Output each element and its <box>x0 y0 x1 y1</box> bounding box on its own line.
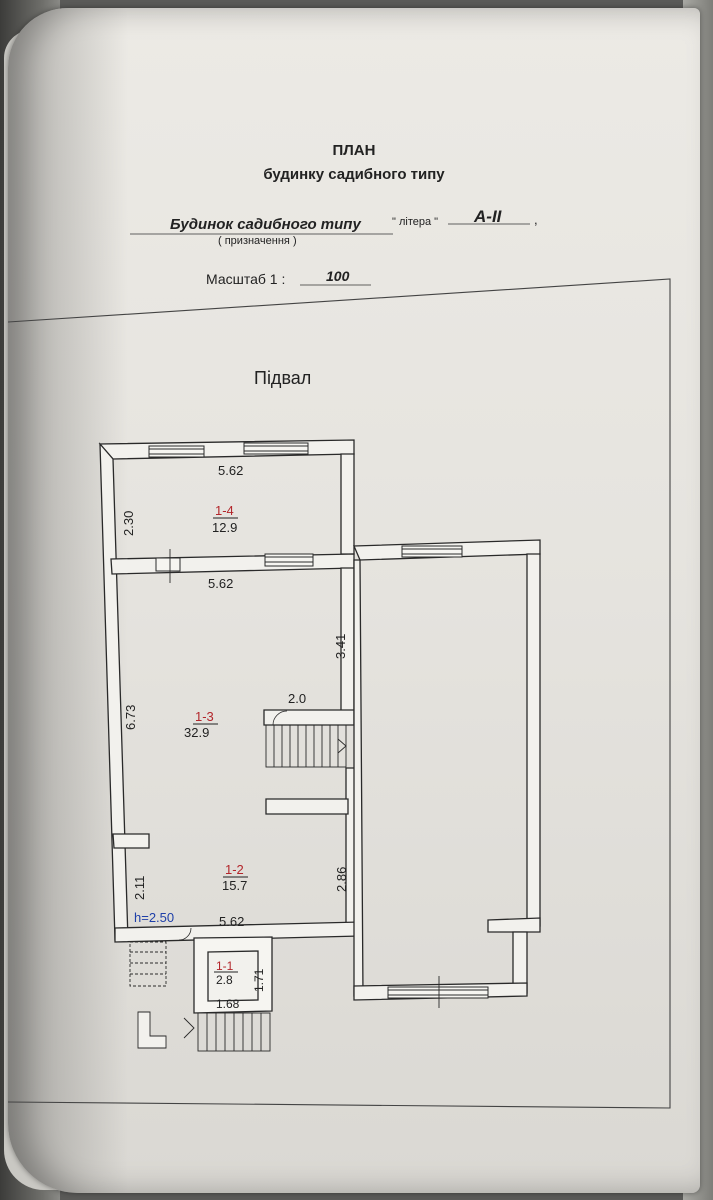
drawing-frame <box>8 278 671 1109</box>
interior-stairs <box>265 724 347 768</box>
dim-left-height: 6.73 <box>123 705 138 730</box>
dim-right-lower: 2.86 <box>334 867 349 892</box>
purpose-caption: ( призначення ) <box>218 235 297 247</box>
document-page: ПЛАН будинку садибного типу Будинок сади… <box>8 8 700 1193</box>
litera-comma: , <box>534 212 538 227</box>
room-area-1-2: 15.7 <box>222 878 247 893</box>
height-label: h=2.50 <box>134 910 174 925</box>
dim-mid-width: 5.62 <box>208 576 233 591</box>
exterior-stairs <box>129 941 271 1052</box>
dim-bottom-width: 5.62 <box>219 914 244 929</box>
document-subtitle: будинку садибного типу <box>263 166 445 183</box>
plan-sheet: Будинок садибного типу " літера " А-ІІ ,… <box>8 207 671 1109</box>
floor-plan <box>98 439 541 1014</box>
dim-right-upper: 3.41 <box>333 634 348 659</box>
room-id-1-1: 1-1 <box>216 959 234 973</box>
litera-value: А-ІІ <box>473 207 503 226</box>
dim-vestibule-width: 1.68 <box>216 997 240 1011</box>
litera-label: " літера " <box>392 216 438 228</box>
room-labels: 1-4 12.9 1-3 32.9 1-2 15.7 1-1 2.8 <box>184 503 248 987</box>
room-area-1-3: 32.9 <box>184 725 209 740</box>
dim-left-lower: 2.11 <box>132 876 147 900</box>
scale-label: Масштаб 1 : <box>206 271 285 287</box>
room-id-1-2: 1-2 <box>225 862 244 877</box>
scale-value: 100 <box>326 268 350 284</box>
room-area-1-4: 12.9 <box>212 520 237 535</box>
dim-top-width: 5.62 <box>218 463 243 478</box>
room-id-1-4: 1-4 <box>215 503 234 518</box>
dim-stair-width: 2.0 <box>288 691 306 706</box>
windows <box>148 442 489 999</box>
dim-vestibule-height: 1.71 <box>252 968 266 992</box>
room-area-1-1: 2.8 <box>216 973 233 987</box>
floor-name: Підвал <box>254 368 311 388</box>
door-arcs <box>178 710 288 941</box>
document-title: ПЛАН <box>332 142 376 159</box>
room-id-1-3: 1-3 <box>195 709 214 724</box>
dim-top-height: 2.30 <box>121 511 136 536</box>
purpose-value: Будинок садибного типу <box>170 216 361 233</box>
